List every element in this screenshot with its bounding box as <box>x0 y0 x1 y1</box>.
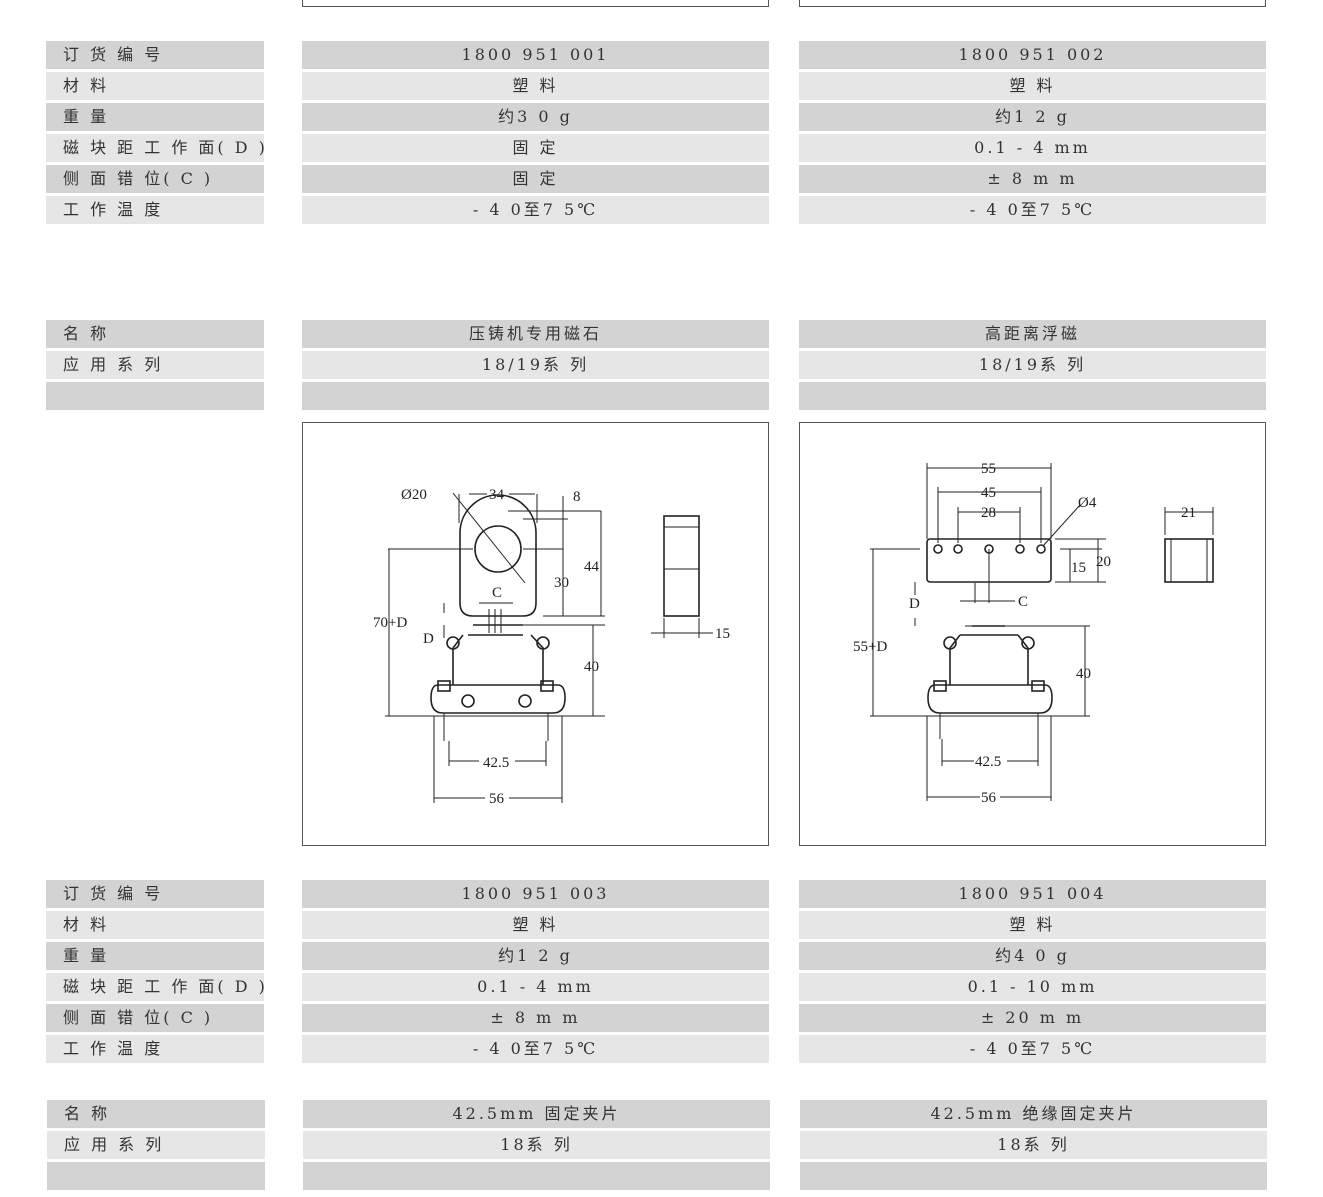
cell-value-right: 约1 2 g <box>799 103 1266 131</box>
cell-value-right <box>799 382 1266 410</box>
dim-c: C <box>1018 594 1028 610</box>
cell-value-right: 0.1 - 4 mm <box>799 134 1266 162</box>
dim-d: D <box>423 631 434 647</box>
cell-value-left: 压铸机专用磁石 <box>302 320 769 348</box>
cell-value-right: - 4 0至7 5℃ <box>799 196 1266 224</box>
dim-45: 45 <box>981 485 996 501</box>
cell-value-right: 18系 列 <box>800 1131 1267 1159</box>
cell-value-left: 1800 951 003 <box>302 880 769 908</box>
cell-value-right: ± 20 m m <box>799 1004 1266 1032</box>
cell-value-left: 18/19系 列 <box>302 351 769 379</box>
drawing-box-top-right <box>799 0 1266 7</box>
dim-30: 30 <box>554 575 569 591</box>
cell-value-right: 1800 951 002 <box>799 41 1266 69</box>
row-label <box>47 1162 265 1190</box>
dim-34: 34 <box>489 487 505 503</box>
cell-value-right: 塑 料 <box>799 72 1266 100</box>
cell-value-right: 约4 0 g <box>799 942 1266 970</box>
row-label: 侧 面 错 位( C ) <box>46 165 264 193</box>
dim-15: 15 <box>1071 560 1086 576</box>
cell-value-left: 固 定 <box>302 165 769 193</box>
cell-value-left <box>302 382 769 410</box>
drawing-die-casting-magnet: Ø20 34 8 44 30 C 70+D D 40 42.5 56 15 <box>302 422 769 846</box>
cell-value-right: - 4 0至7 5℃ <box>799 1035 1266 1063</box>
cell-value-right: 0.1 - 10 mm <box>799 973 1266 1001</box>
dim-70d: 70+D <box>373 615 407 631</box>
drawing-box-top-left <box>302 0 769 7</box>
row-label: 工 作 温 度 <box>46 196 264 224</box>
dim-21: 21 <box>1181 505 1196 521</box>
row-label: 订 货 编 号 <box>46 880 264 908</box>
technical-drawing: 55 45 28 Ø4 21 15 20 D C 55+D 40 42.5 56 <box>853 461 1214 806</box>
cell-value-right <box>800 1162 1267 1190</box>
row-label: 订 货 编 号 <box>46 41 264 69</box>
row-label: 材 料 <box>46 72 264 100</box>
row-label: 磁 块 距 工 作 面( D ) <box>46 973 265 1001</box>
dim-d: D <box>909 596 920 612</box>
cell-value-left: 固 定 <box>302 134 769 162</box>
cell-value-right: ± 8 m m <box>799 165 1266 193</box>
cell-value-right: 18/19系 列 <box>799 351 1266 379</box>
dim-44: 44 <box>584 559 600 575</box>
row-label: 侧 面 错 位( C ) <box>46 1004 264 1032</box>
row-label <box>46 382 264 410</box>
cell-value-left: 塑 料 <box>302 911 769 939</box>
dim-55d: 55+D <box>853 639 887 655</box>
row-label: 磁 块 距 工 作 面( D ) <box>46 134 265 162</box>
row-label: 应 用 系 列 <box>47 1131 265 1159</box>
dim-56: 56 <box>489 791 505 807</box>
cell-value-left: ± 8 m m <box>302 1004 769 1032</box>
dim-40: 40 <box>584 659 599 675</box>
cell-value-left: 1800 951 001 <box>302 41 769 69</box>
cell-value-left: - 4 0至7 5℃ <box>302 1035 769 1063</box>
row-label: 重 量 <box>46 942 264 970</box>
dim-42-5: 42.5 <box>975 754 1001 770</box>
dim-28: 28 <box>981 505 996 521</box>
dim-d20: Ø20 <box>401 487 427 503</box>
cell-value-left: 塑 料 <box>302 72 769 100</box>
row-label: 名 称 <box>46 320 264 348</box>
dim-15: 15 <box>715 626 730 642</box>
dim-42-5: 42.5 <box>483 755 509 771</box>
row-label: 名 称 <box>47 1100 265 1128</box>
row-label: 材 料 <box>46 911 264 939</box>
cell-value-right: 1800 951 004 <box>799 880 1266 908</box>
dim-55: 55 <box>981 461 996 477</box>
cell-value-right: 42.5mm 绝缘固定夹片 <box>800 1100 1267 1128</box>
cell-value-left: - 4 0至7 5℃ <box>302 196 769 224</box>
row-label: 重 量 <box>46 103 264 131</box>
cell-value-left: 18系 列 <box>303 1131 770 1159</box>
cell-value-left <box>303 1162 770 1190</box>
dim-d4: Ø4 <box>1078 495 1097 511</box>
dim-40: 40 <box>1076 666 1091 682</box>
dim-8: 8 <box>573 489 581 505</box>
cell-value-left: 约3 0 g <box>302 103 769 131</box>
cell-value-right: 高距离浮磁 <box>799 320 1266 348</box>
technical-drawing: Ø20 34 8 44 30 C 70+D D 40 42.5 56 15 <box>373 487 730 807</box>
dim-c: C <box>492 585 502 601</box>
cell-value-right: 塑 料 <box>799 911 1266 939</box>
drawing-high-distance-magnet: 55 45 28 Ø4 21 15 20 D C 55+D 40 42.5 56 <box>799 422 1266 846</box>
cell-value-left: 42.5mm 固定夹片 <box>303 1100 770 1128</box>
dim-56: 56 <box>981 790 997 806</box>
dim-20: 20 <box>1096 554 1111 570</box>
row-label: 工 作 温 度 <box>46 1035 264 1063</box>
cell-value-left: 约1 2 g <box>302 942 769 970</box>
row-label: 应 用 系 列 <box>46 351 264 379</box>
cell-value-left: 0.1 - 4 mm <box>302 973 769 1001</box>
